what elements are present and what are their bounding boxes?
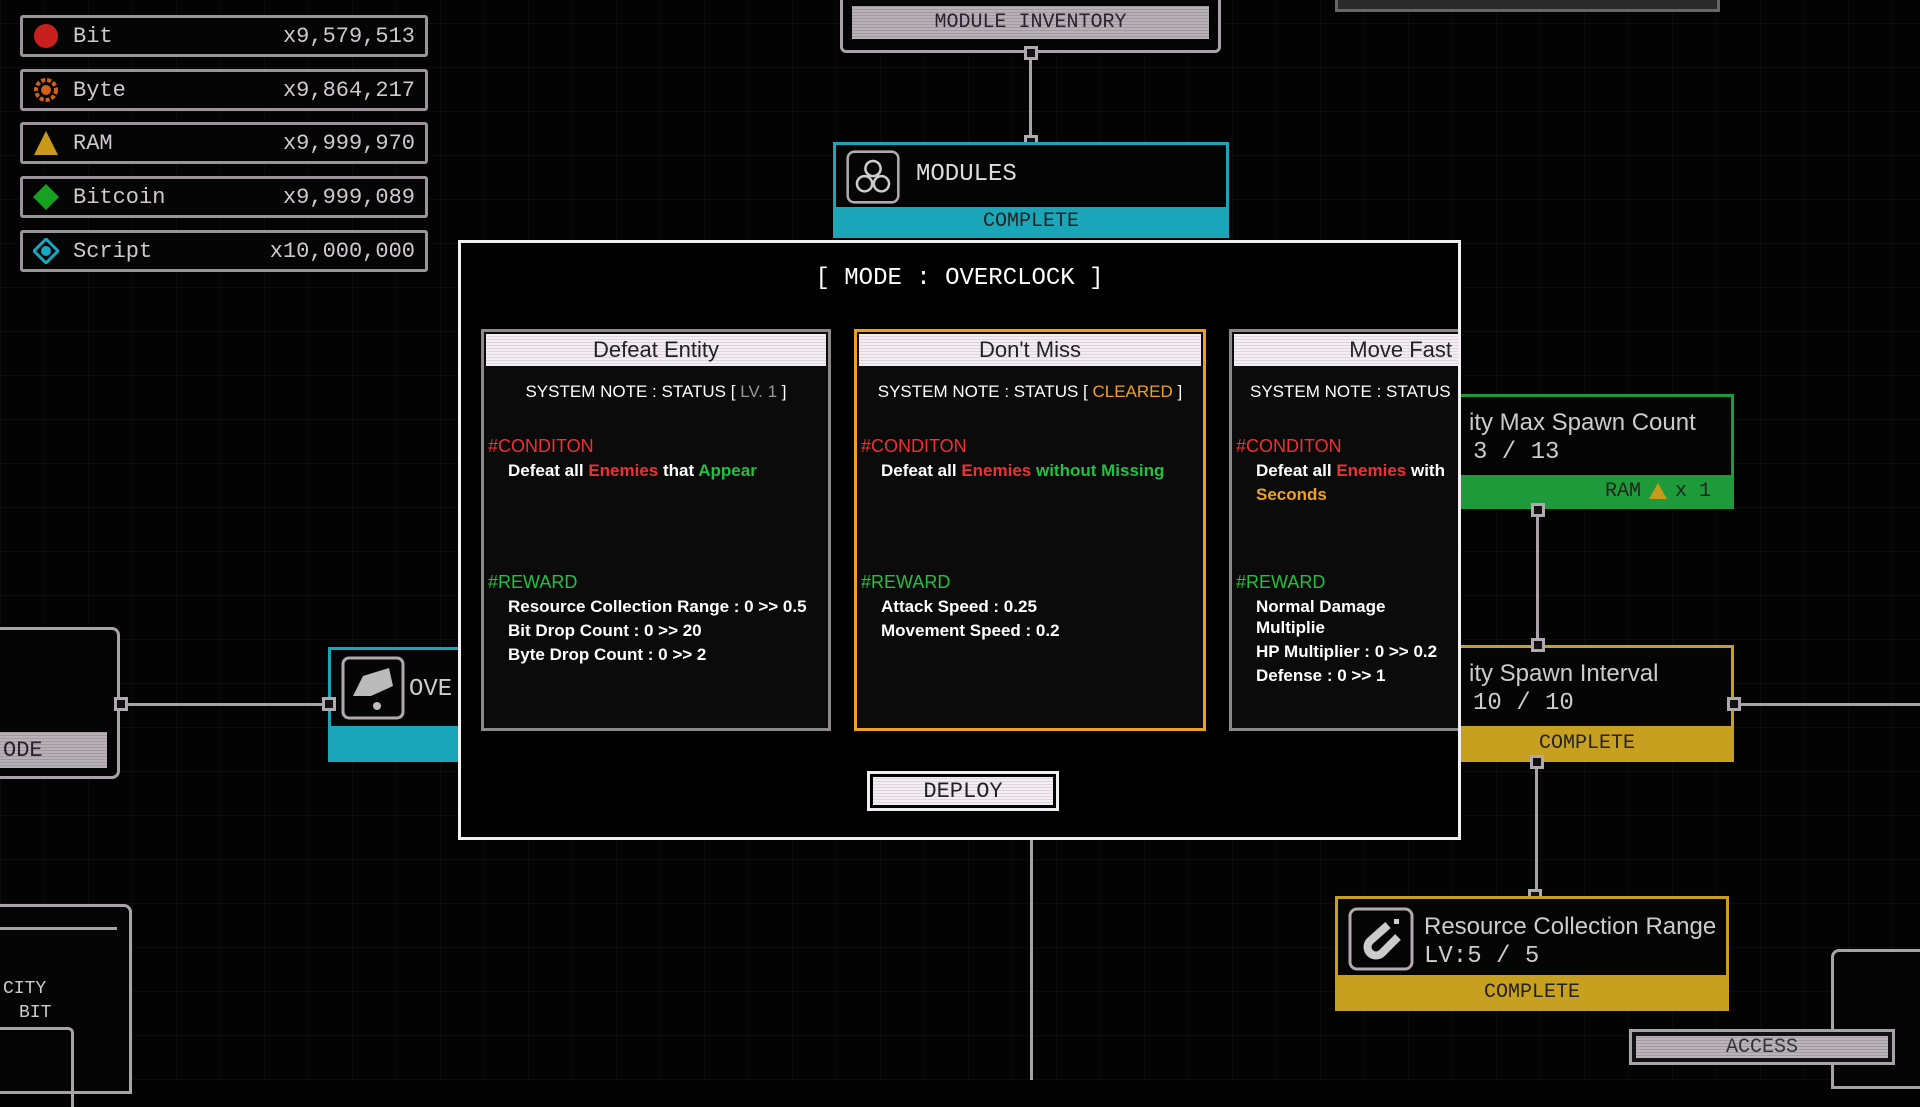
connector-dot (1024, 46, 1038, 60)
module-inventory-label: MODULE INVENTORY (852, 6, 1209, 39)
modules-status: COMPLETE (836, 207, 1226, 235)
max-spawn-title: ity Max Spawn Count (1469, 409, 1696, 436)
reward-line: Bit Drop Count : 0 >> 20 (508, 621, 702, 640)
resource-amount: x9,579,513 (282, 23, 415, 49)
condition-text: Seconds (1256, 485, 1327, 504)
modules-cubes-icon (846, 150, 900, 204)
reward-line: Movement Speed : 0.2 (881, 621, 1060, 640)
reward-line: Byte Drop Count : 0 >> 2 (508, 645, 707, 664)
condition-text: Defeat all Enemies with (1256, 461, 1445, 480)
resource-bitcoin: Bitcoin x9,999,089 (20, 176, 428, 218)
resource-name: RAM (73, 130, 113, 156)
magnet-icon (1348, 907, 1414, 971)
max-spawn-level: 3 / 13 (1473, 439, 1560, 466)
spawn-interval-node[interactable]: ity Spawn Interval 10 / 10 COMPLETE (1440, 645, 1734, 762)
green-diamond-icon (33, 184, 59, 210)
reward-line: Defense : 0 >> 1 (1256, 666, 1386, 685)
reward-label: #REWARD (861, 572, 951, 592)
connector-dot (322, 697, 336, 711)
resource-name: Byte (73, 77, 126, 103)
bottom-left-text: CITY (3, 979, 47, 999)
access-button[interactable]: ACCESS (1629, 1029, 1895, 1065)
mode-node[interactable]: ODE (0, 627, 120, 779)
orange-gear-icon (34, 78, 58, 102)
resource-name: Bit (73, 23, 113, 49)
cost-label: RAM (1604, 479, 1641, 503)
partial-node-top-right[interactable] (1335, 0, 1720, 12)
resource-amount: x9,999,089 (282, 184, 415, 210)
red-circle-icon (34, 24, 58, 48)
modules-title: MODULES (916, 161, 1017, 188)
spawn-interval-level: 10 / 10 (1473, 690, 1574, 717)
deploy-label: DEPLOY (873, 777, 1053, 805)
bottom-left-text: BIT (19, 1003, 52, 1023)
connector-dot (114, 697, 128, 711)
condition-label: #CONDITON (1236, 436, 1342, 456)
resource-range-level: LV:5 / 5 (1424, 943, 1540, 970)
resource-range-title: Resource Collection Range (1424, 913, 1717, 940)
reward-line: Normal Damage Multiplie (1256, 597, 1386, 637)
reward-line: Attack Speed : 0.25 (881, 597, 1037, 616)
challenge-card-defeat-entity[interactable]: Defeat Entity SYSTEM NOTE : STATUS [ LV.… (481, 329, 831, 731)
connector-dot (1727, 697, 1741, 711)
resource-byte: Byte x9,864,217 (20, 69, 428, 111)
card-status: SYSTEM NOTE : STATUS (1250, 382, 1451, 401)
overclock-mode-dialog: [ MODE : OVERCLOCK ] Defeat Entity SYSTE… (458, 240, 1461, 840)
access-label: ACCESS (1636, 1036, 1888, 1059)
reward-label: #REWARD (488, 572, 578, 592)
connector-dot (1531, 638, 1545, 652)
resource-script: Script x10,000,000 (20, 230, 428, 272)
resource-bit: Bit x9,579,513 (20, 15, 428, 57)
connector-dot (1530, 755, 1544, 769)
reward-line: HP Multiplier : 0 >> 0.2 (1256, 642, 1438, 661)
reward-label: #REWARD (1236, 572, 1326, 592)
resource-amount: x9,999,970 (282, 130, 415, 156)
card-status: SYSTEM NOTE : STATUS [ CLEARED ] (877, 382, 1183, 401)
overclock-creature-icon (341, 656, 405, 720)
cost-qty: x 1 (1674, 479, 1711, 503)
card-title: Move Fast (1234, 334, 1458, 366)
spawn-interval-status: COMPLETE (1443, 726, 1731, 760)
mode-label: ODE (0, 732, 107, 768)
overclock-title: OVE (409, 676, 453, 703)
modules-node[interactable]: MODULES COMPLETE (833, 142, 1229, 238)
deploy-button[interactable]: DEPLOY (867, 771, 1059, 811)
yellow-triangle-icon (34, 131, 58, 155)
card-status: SYSTEM NOTE : STATUS [ LV. 1 ] (525, 382, 787, 401)
max-spawn-count-node[interactable]: ity Max Spawn Count 3 / 13 RAM x 1 (1440, 394, 1734, 509)
condition-label: #CONDITON (861, 436, 967, 456)
condition-label: #CONDITON (488, 436, 594, 456)
card-title: Don't Miss (859, 334, 1201, 366)
module-inventory-node[interactable]: MODULE INVENTORY (840, 0, 1221, 53)
dialog-title: [ MODE : OVERCLOCK ] (815, 265, 1104, 292)
spawn-interval-title: ity Spawn Interval (1469, 660, 1659, 687)
challenge-card-move-fast[interactable]: Move Fast SYSTEM NOTE : STATUS #CONDITON… (1229, 329, 1458, 731)
ram-triangle-icon (1648, 483, 1667, 499)
partial-node-bottom-right[interactable] (1831, 949, 1920, 1089)
condition-text: Defeat all Enemies without Missing (881, 461, 1165, 480)
challenge-card-dont-miss-selected[interactable]: Don't Miss SYSTEM NOTE : STATUS [ CLEARE… (854, 329, 1206, 731)
cyan-diamond-icon (33, 238, 59, 264)
resource-amount: x9,864,217 (282, 77, 415, 103)
condition-text: Defeat all Enemies that Appear (508, 461, 757, 480)
reward-line: Resource Collection Range : 0 >> 0.5 (508, 597, 807, 616)
bottom-left-node[interactable]: CITY BIT (0, 904, 132, 1107)
resource-ram: RAM x9,999,970 (20, 122, 428, 164)
resource-name: Bitcoin (73, 184, 166, 210)
resource-range-status: COMPLETE (1338, 975, 1726, 1009)
resource-amount: x10,000,000 (269, 238, 415, 264)
resource-collection-range-node[interactable]: Resource Collection Range LV:5 / 5 COMPL… (1335, 896, 1729, 1011)
card-title: Defeat Entity (486, 334, 826, 366)
connector-dot (1531, 503, 1545, 517)
resource-name: Script (73, 238, 153, 264)
